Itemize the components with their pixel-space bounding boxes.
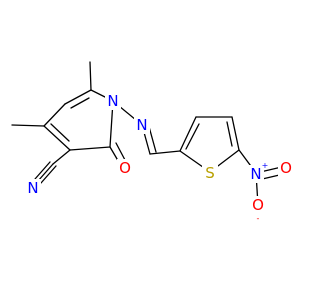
- bond-nitrile-single: [52, 149, 71, 165]
- imine-nitrogen-label: N: [136, 116, 147, 134]
- bond-c4-methyl: [11, 124, 45, 127]
- molecule-diagram: N N O N S N + O O -: [11, 61, 294, 223]
- molecule-structure-canvas: N N O N S N + O O -: [11, 61, 294, 223]
- bond-nitrile-triple-c: [40, 165, 57, 184]
- bond-th-c2-c3-inner: [185, 123, 200, 150]
- nitro-oxygen-top-label: O: [280, 159, 292, 177]
- thiophene-sulfur-label: S: [205, 164, 215, 182]
- bond-th-c4-c5-inner: [226, 121, 233, 147]
- bond-c4-c5: [43, 103, 66, 127]
- ring-nitrogen-label: N: [107, 92, 118, 110]
- nitro-oxygen-bottom-charge: -: [257, 214, 260, 223]
- bond-c3-c4-inner: [50, 123, 70, 142]
- nitro-nitrogen-charge: +: [262, 161, 269, 170]
- bond-c6-methyl: [89, 61, 92, 91]
- bond-th-c2-c3: [179, 116, 197, 152]
- bond-c5-c6: [64, 89, 92, 105]
- bond-c2-c3: [69, 146, 111, 151]
- bond-ch-thiophene: [149, 150, 181, 155]
- bond-c3-c4: [43, 125, 71, 151]
- bond-th-c4-c5: [231, 116, 240, 151]
- bond-c5-c6-inner: [70, 97, 90, 109]
- nitro-oxygen-bottom-label: O: [252, 196, 264, 214]
- bond-nitrile-triple-a: [37, 163, 54, 182]
- nitrile-nitrogen-label: N: [27, 179, 38, 197]
- nitro-nitrogen-label: N: [250, 165, 261, 183]
- atom-label-layer: N N O N S N + O O -: [25, 92, 294, 223]
- carbonyl-oxygen-label: O: [119, 159, 131, 177]
- bond-c2-o-b: [115, 142, 126, 161]
- bond-nitrile-triple-b: [34, 161, 51, 180]
